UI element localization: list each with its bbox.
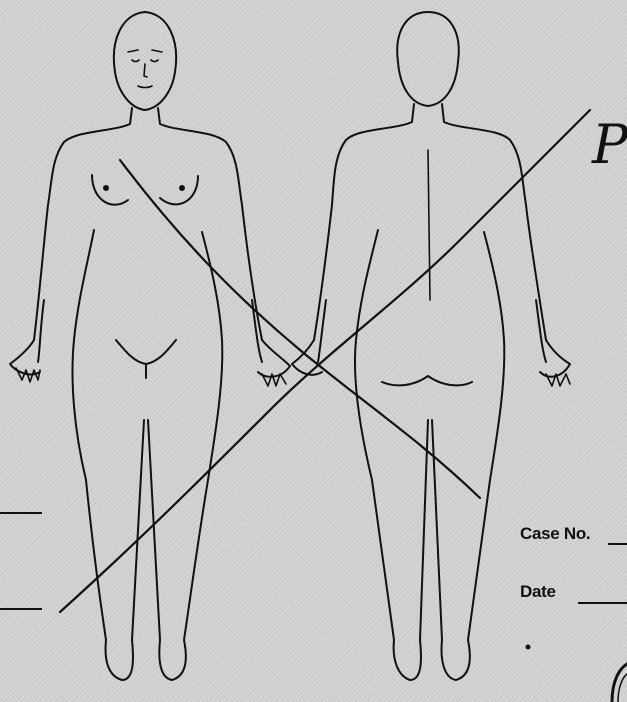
- back-torso-outline: [314, 104, 546, 340]
- front-left-arm: [10, 300, 44, 374]
- case-number-field[interactable]: [608, 543, 627, 545]
- back-head-outline: [397, 12, 459, 106]
- back-spine-line: [428, 150, 430, 300]
- front-hip-outline: [73, 230, 223, 480]
- back-body-figure: [292, 12, 570, 680]
- front-torso-outline: [34, 108, 262, 340]
- front-body-figure: [10, 12, 290, 680]
- left-blank-line-2: [0, 608, 42, 610]
- front-leg-outline: [86, 420, 208, 680]
- left-blank-line-1: [0, 512, 42, 514]
- handwritten-initial: P: [592, 118, 627, 172]
- case-number-label: Case No.: [520, 524, 590, 544]
- date-field[interactable]: [578, 602, 627, 604]
- front-left-hand: [16, 368, 40, 382]
- date-label: Date: [520, 582, 556, 602]
- front-groin-lines: [116, 340, 176, 378]
- back-leg-outline: [372, 420, 490, 680]
- dot-mark: [526, 645, 531, 650]
- seal-stamp-corner: [612, 664, 627, 702]
- front-head-outline: [114, 12, 176, 110]
- front-face-features: [128, 50, 162, 88]
- back-buttocks-line: [382, 376, 472, 385]
- cross-out-stroke-1: [120, 160, 480, 498]
